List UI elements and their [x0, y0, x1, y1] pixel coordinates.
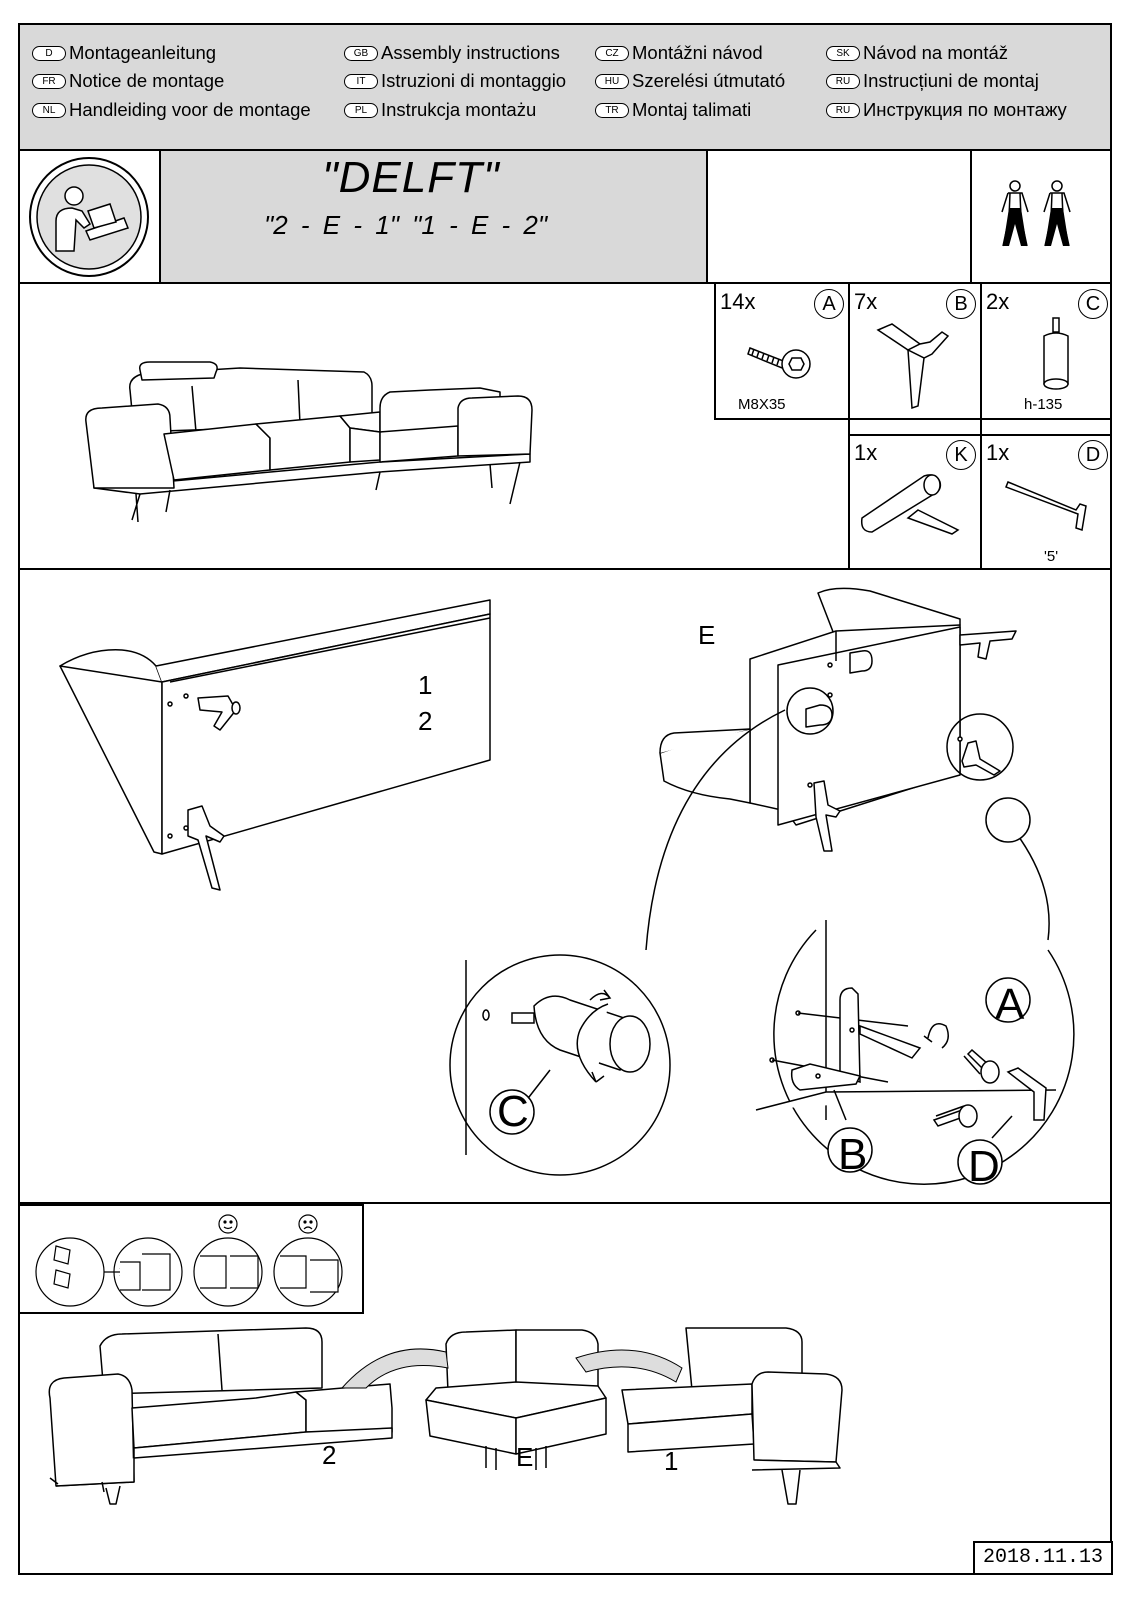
- detail-letter-a: A: [995, 980, 1025, 1029]
- foot-c-icon: [1043, 317, 1069, 390]
- product-name: "DELFT": [322, 153, 500, 202]
- final-assembly-view: [48, 1327, 843, 1505]
- alignment-hint-box: [18, 1204, 364, 1314]
- assembly-label-e: E: [516, 1442, 534, 1472]
- corner-label: E: [698, 620, 716, 650]
- part-k-letter: K: [946, 440, 976, 470]
- part-a-caption: M8X35: [738, 396, 786, 413]
- part-d-caption: '5': [1044, 548, 1059, 565]
- bolt-icon: [747, 347, 811, 379]
- corner-module-back-view: [659, 587, 1017, 852]
- leg-b-icon: [876, 323, 950, 410]
- part-d-letter: D: [1078, 440, 1108, 470]
- module-label-1: 1: [418, 670, 433, 700]
- detail-letter-d: D: [968, 1142, 1000, 1191]
- allen-key-icon: [1005, 481, 1087, 531]
- part-a-qty: 14x: [720, 289, 756, 314]
- document-date: 2018.11.13: [973, 1541, 1113, 1575]
- alignment-hint-diagram: [35, 1214, 343, 1307]
- product-variants: "2 - E - 1" "1 - E - 2": [264, 210, 548, 240]
- part-c-qty: 2x: [986, 289, 1010, 314]
- corner-sofa-overview: [85, 361, 533, 523]
- detail-letter-c: C: [497, 1087, 529, 1136]
- detail-letter-b: B: [838, 1130, 868, 1179]
- detail-foot-c: [449, 709, 786, 1176]
- two-persons-icon: [1001, 180, 1071, 247]
- module-back-view: [59, 599, 491, 891]
- part-k-qty: 1x: [854, 440, 878, 465]
- part-c-caption: h-135: [1024, 396, 1063, 413]
- part-b-letter: B: [946, 289, 976, 319]
- read-manual-icon: [29, 157, 149, 277]
- assembly-label-2: 2: [322, 1440, 337, 1470]
- title-band: [160, 151, 706, 282]
- assembly-label-1: 1: [664, 1446, 679, 1476]
- part-a-letter: A: [814, 289, 844, 319]
- part-d-qty: 1x: [986, 440, 1010, 465]
- part-c-letter: C: [1078, 289, 1108, 319]
- part-b-qty: 7x: [854, 289, 878, 314]
- leg-k-icon: [860, 474, 960, 535]
- detail-leg-mount: [755, 797, 1075, 1185]
- module-label-2: 2: [418, 706, 433, 736]
- language-header: [18, 23, 1112, 151]
